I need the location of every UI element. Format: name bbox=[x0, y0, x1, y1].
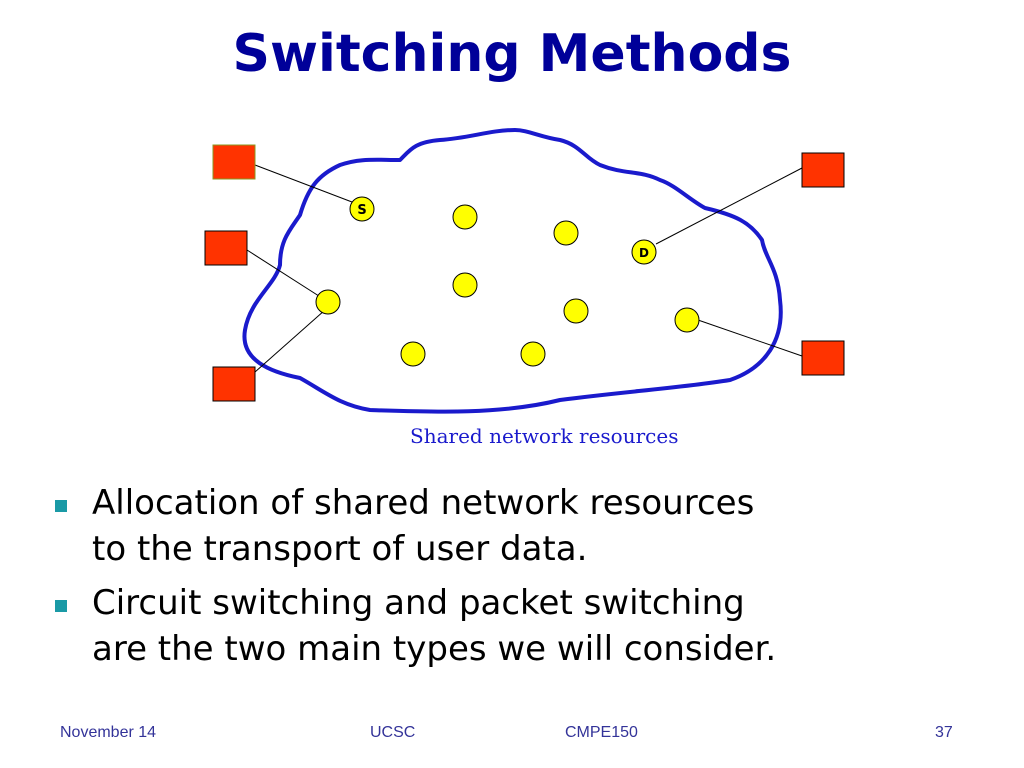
network-node bbox=[452, 204, 478, 230]
link-line bbox=[655, 167, 803, 245]
slide-title: Switching Methods bbox=[232, 24, 792, 84]
network-node bbox=[563, 298, 589, 324]
host-square bbox=[204, 230, 248, 266]
source-node bbox=[349, 196, 375, 222]
diagram-caption: Shared network resources bbox=[410, 424, 679, 448]
bullet-list: Allocation of shared network resources t… bbox=[55, 480, 955, 680]
network-diagram: S D bbox=[204, 128, 845, 414]
network-node bbox=[520, 341, 546, 367]
destination-node-label: D bbox=[639, 246, 649, 260]
host-square bbox=[212, 366, 256, 402]
bullet-square-icon bbox=[55, 500, 67, 512]
network-node bbox=[452, 272, 478, 298]
bullet-text-line: are the two main types we will consider. bbox=[92, 629, 777, 669]
host-square bbox=[801, 340, 845, 376]
network-node bbox=[400, 341, 426, 367]
bullet-item: Allocation of shared network resources t… bbox=[55, 480, 955, 572]
network-node bbox=[553, 220, 579, 246]
link-line bbox=[254, 309, 326, 373]
footer-page-number: 37 bbox=[935, 724, 953, 741]
source-node-label: S bbox=[357, 203, 366, 218]
bullet-item: Circuit switching and packet switching a… bbox=[55, 580, 955, 672]
network-node bbox=[674, 307, 700, 333]
link-line bbox=[254, 164, 353, 203]
network-node bbox=[315, 289, 341, 315]
bullet-square-icon bbox=[55, 600, 67, 612]
footer-org: UCSC bbox=[370, 724, 416, 741]
network-cloud bbox=[242, 128, 783, 414]
footer-date: November 14 bbox=[60, 724, 157, 741]
destination-node bbox=[631, 239, 657, 265]
bullet-text-line: to the transport of user data. bbox=[92, 529, 588, 569]
footer-course: CMPE150 bbox=[565, 724, 638, 741]
bullet-text-line: Allocation of shared network resources bbox=[92, 483, 755, 523]
link-line bbox=[246, 249, 323, 299]
bullet-text-line: Circuit switching and packet switching bbox=[92, 583, 745, 623]
link-line bbox=[697, 319, 803, 357]
host-square bbox=[212, 144, 256, 180]
host-square bbox=[801, 152, 845, 188]
